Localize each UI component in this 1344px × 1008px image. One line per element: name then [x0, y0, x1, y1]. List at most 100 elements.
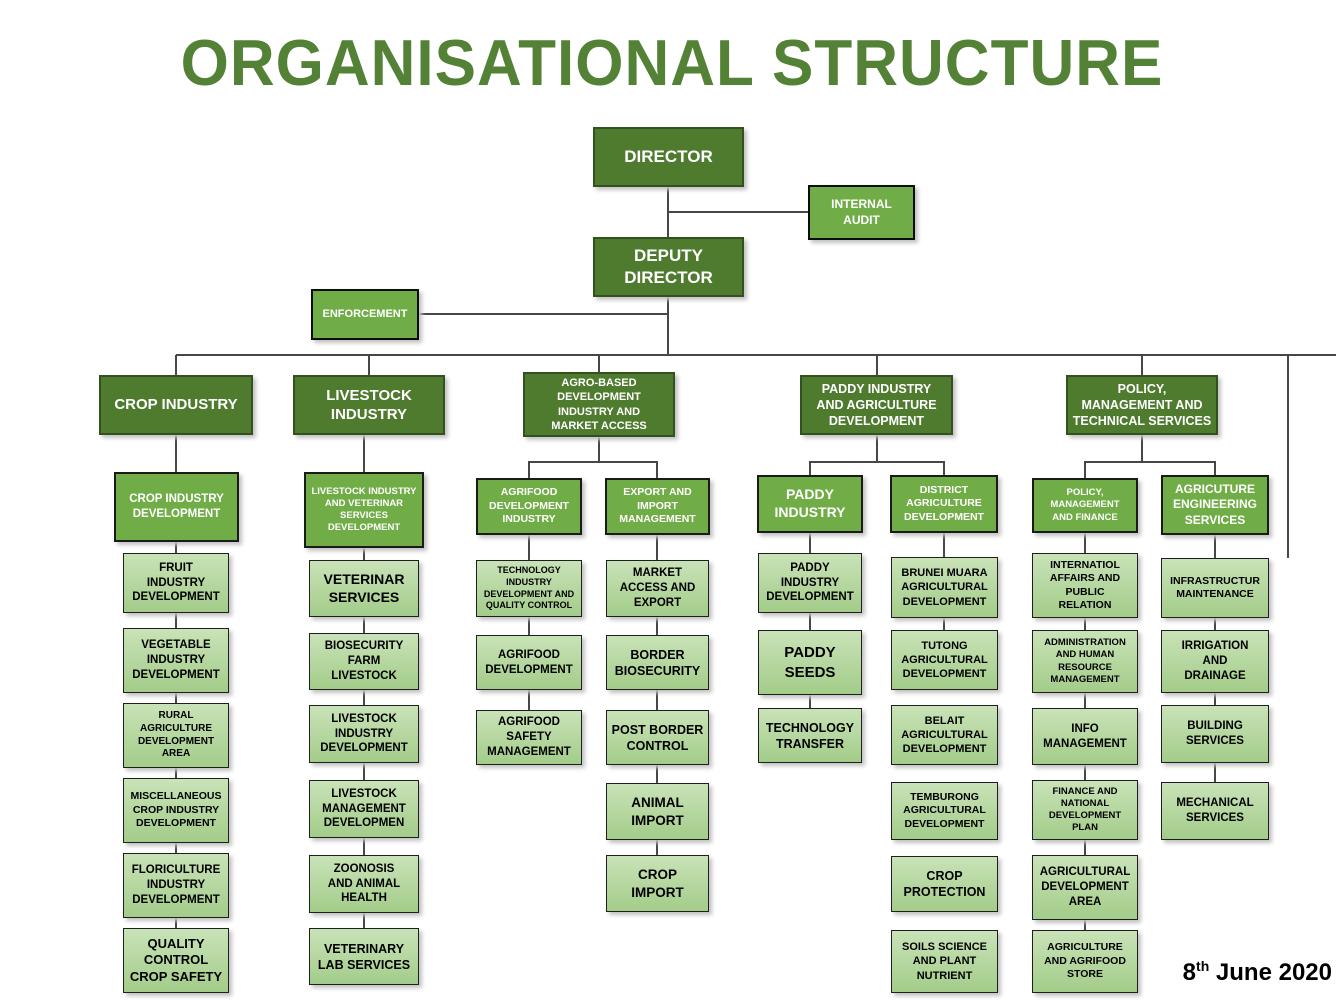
node-fruit-industry-development: FRUIT INDUSTRY DEVELOPMENT [123, 553, 229, 613]
node-policy-management-finance: POLICY, MANAGEMENT AND FINANCE [1032, 478, 1138, 533]
node-paddy-industry-dept: PADDY INDUSTRY [757, 475, 863, 533]
node-paddy-industry-agriculture-development: PADDY INDUSTRY AND AGRICULTURE DEVELOPME… [800, 375, 953, 435]
connector [528, 461, 658, 463]
connector [943, 533, 945, 557]
connector [363, 690, 365, 705]
node-post-border-control: POST BORDER CONTROL [606, 710, 709, 765]
connector [175, 613, 177, 628]
connector [1084, 693, 1086, 708]
connector [363, 763, 365, 780]
connector [1214, 462, 1216, 476]
date-day: 8 [1182, 959, 1197, 986]
connector [528, 690, 530, 710]
connector [175, 768, 177, 778]
connector [1141, 435, 1143, 462]
connector [667, 211, 808, 213]
node-vegetable-industry-development: VEGETABLE INDUSTRY DEVELOPMENT [123, 628, 229, 693]
connector [1214, 693, 1216, 705]
node-paddy-industry-development: PADDY INDUSTRY DEVELOPMENT [758, 553, 862, 613]
connector [368, 355, 370, 376]
node-irrigation-drainage: IRRIGATION AND DRAINAGE [1161, 630, 1269, 693]
node-agro-based-development: AGRO-BASED DEVELOPMENT INDUSTRY AND MARK… [523, 372, 675, 437]
connector [809, 462, 811, 475]
node-soils-science-plant-nutrient: SOILS SCIENCE AND PLANT NUTRIENT [891, 930, 998, 993]
node-livestock-management-development: LIVESTOCK MANAGEMENT DEVELOPMEN [309, 780, 419, 838]
node-agrifood-development-industry: AGRIFOOD DEVELOPMENT INDUSTRY [476, 478, 582, 535]
node-crop-industry-development: CROP INDUSTRY DEVELOPMENT [114, 472, 239, 542]
connector [175, 435, 177, 472]
node-quality-control-crop-safety: QUALITY CONTROL CROP SAFETY [123, 928, 229, 993]
connector [1084, 462, 1086, 478]
node-market-access-export: MARKET ACCESS AND EXPORT [606, 560, 709, 617]
connector [1287, 355, 1289, 558]
connector [176, 354, 1336, 356]
node-rural-agriculture-development-area: RURAL AGRICULTURE DEVELOPMENT AREA [123, 703, 229, 768]
connector [598, 355, 600, 373]
connector [1141, 355, 1143, 376]
node-building-services: BUILDING SERVICES [1161, 705, 1269, 763]
connector [1214, 763, 1216, 782]
node-crop-protection: CROP PROTECTION [891, 856, 998, 912]
node-director: DIRECTOR [593, 127, 744, 187]
node-livestock-industry-development: LIVESTOCK INDUSTRY DEVELOPMENT [309, 705, 419, 763]
node-export-import-management: EXPORT AND IMPORT MANAGEMENT [605, 478, 710, 535]
node-miscellaneous-crop-industry-development: MISCELLANEOUS CROP INDUSTRY DEVELOPMENT [123, 778, 229, 843]
node-agrifood-development: AGRIFOOD DEVELOPMENT [476, 635, 582, 690]
connector [363, 435, 365, 472]
connector [528, 535, 530, 560]
connector [1084, 533, 1086, 553]
connector [175, 693, 177, 703]
node-temburong-agricultural-development: TEMBURONG AGRICULTURAL DEVELOPMENT [891, 782, 998, 840]
connector [175, 843, 177, 853]
connector [656, 690, 658, 710]
connector [809, 613, 811, 630]
connector [1084, 461, 1216, 463]
node-paddy-seeds: PADDY SEEDS [758, 630, 862, 695]
date-label: 8th June 2020 [1183, 958, 1332, 987]
node-livestock-industry: LIVESTOCK INDUSTRY [293, 375, 445, 435]
connector [656, 462, 658, 478]
node-livestock-industry-veterinar-services-development: LIVESTOCK INDUSTRY AND VETERINAR SERVICE… [304, 472, 424, 548]
connector [656, 617, 658, 635]
connector [419, 313, 668, 315]
node-agriculture-engineering-services: AGRICUTURE ENGINEERING SERVICES [1161, 475, 1269, 535]
date-rest: June 2020 [1209, 959, 1332, 986]
connector [528, 617, 530, 635]
date-ordinal: th [1196, 958, 1210, 974]
connector [656, 840, 658, 855]
connector [363, 548, 365, 560]
connector [363, 617, 365, 633]
node-tutong-agricultural-development: TUTONG AGRICULTURAL DEVELOPMENT [891, 630, 998, 690]
node-mechanical-services: MECHANICAL SERVICES [1161, 782, 1269, 840]
node-administration-human-resource-management: ADMINISTRATION AND HUMAN RESOURCE MANAGE… [1032, 630, 1138, 693]
node-district-agriculture-development: DISTRICT AGRICULTURE DEVELOPMENT [890, 475, 998, 533]
connector [876, 355, 878, 376]
connector [1084, 618, 1086, 630]
node-policy-management-technical-services: POLICY, MANAGEMENT AND TECHNICAL SERVICE… [1066, 375, 1218, 435]
connector [175, 542, 177, 553]
node-infrastructur-maintenance: INFRASTRUCTUR MAINTENANCE [1161, 558, 1269, 618]
node-belait-agricultural-development: BELAIT AGRICULTURAL DEVELOPMENT [891, 705, 998, 765]
node-deputy-director: DEPUTY DIRECTOR [593, 237, 744, 297]
node-floriculture-industry-development: FLORICULTURE INDUSTRY DEVELOPMENT [123, 853, 229, 918]
connector [598, 437, 600, 462]
node-brunei-muara-agricultural-development: BRUNEI MUARA AGRICULTURAL DEVELOPMENT [891, 557, 998, 618]
node-crop-import: CROP IMPORT [606, 855, 709, 912]
node-zoonosis-animal-health: ZOONOSIS AND ANIMAL HEALTH [309, 855, 419, 913]
connector [809, 695, 811, 708]
connector [1214, 535, 1216, 558]
connector [1214, 618, 1216, 630]
connector [809, 461, 945, 463]
connector [1084, 920, 1086, 930]
connector [1084, 840, 1086, 855]
connector [876, 435, 878, 462]
connector [363, 838, 365, 855]
node-agrifood-safety-management: AGRIFOOD SAFETY MANAGEMENT [476, 710, 582, 765]
connector [667, 297, 669, 356]
connector [528, 462, 530, 478]
connector [809, 533, 811, 553]
connector [943, 462, 945, 475]
node-technology-transfer: TECHNOLOGY TRANSFER [758, 708, 862, 763]
node-internatiol-affairs-public-relation: INTERNATIOL AFFAIRS AND PUBLIC RELATION [1032, 553, 1138, 618]
